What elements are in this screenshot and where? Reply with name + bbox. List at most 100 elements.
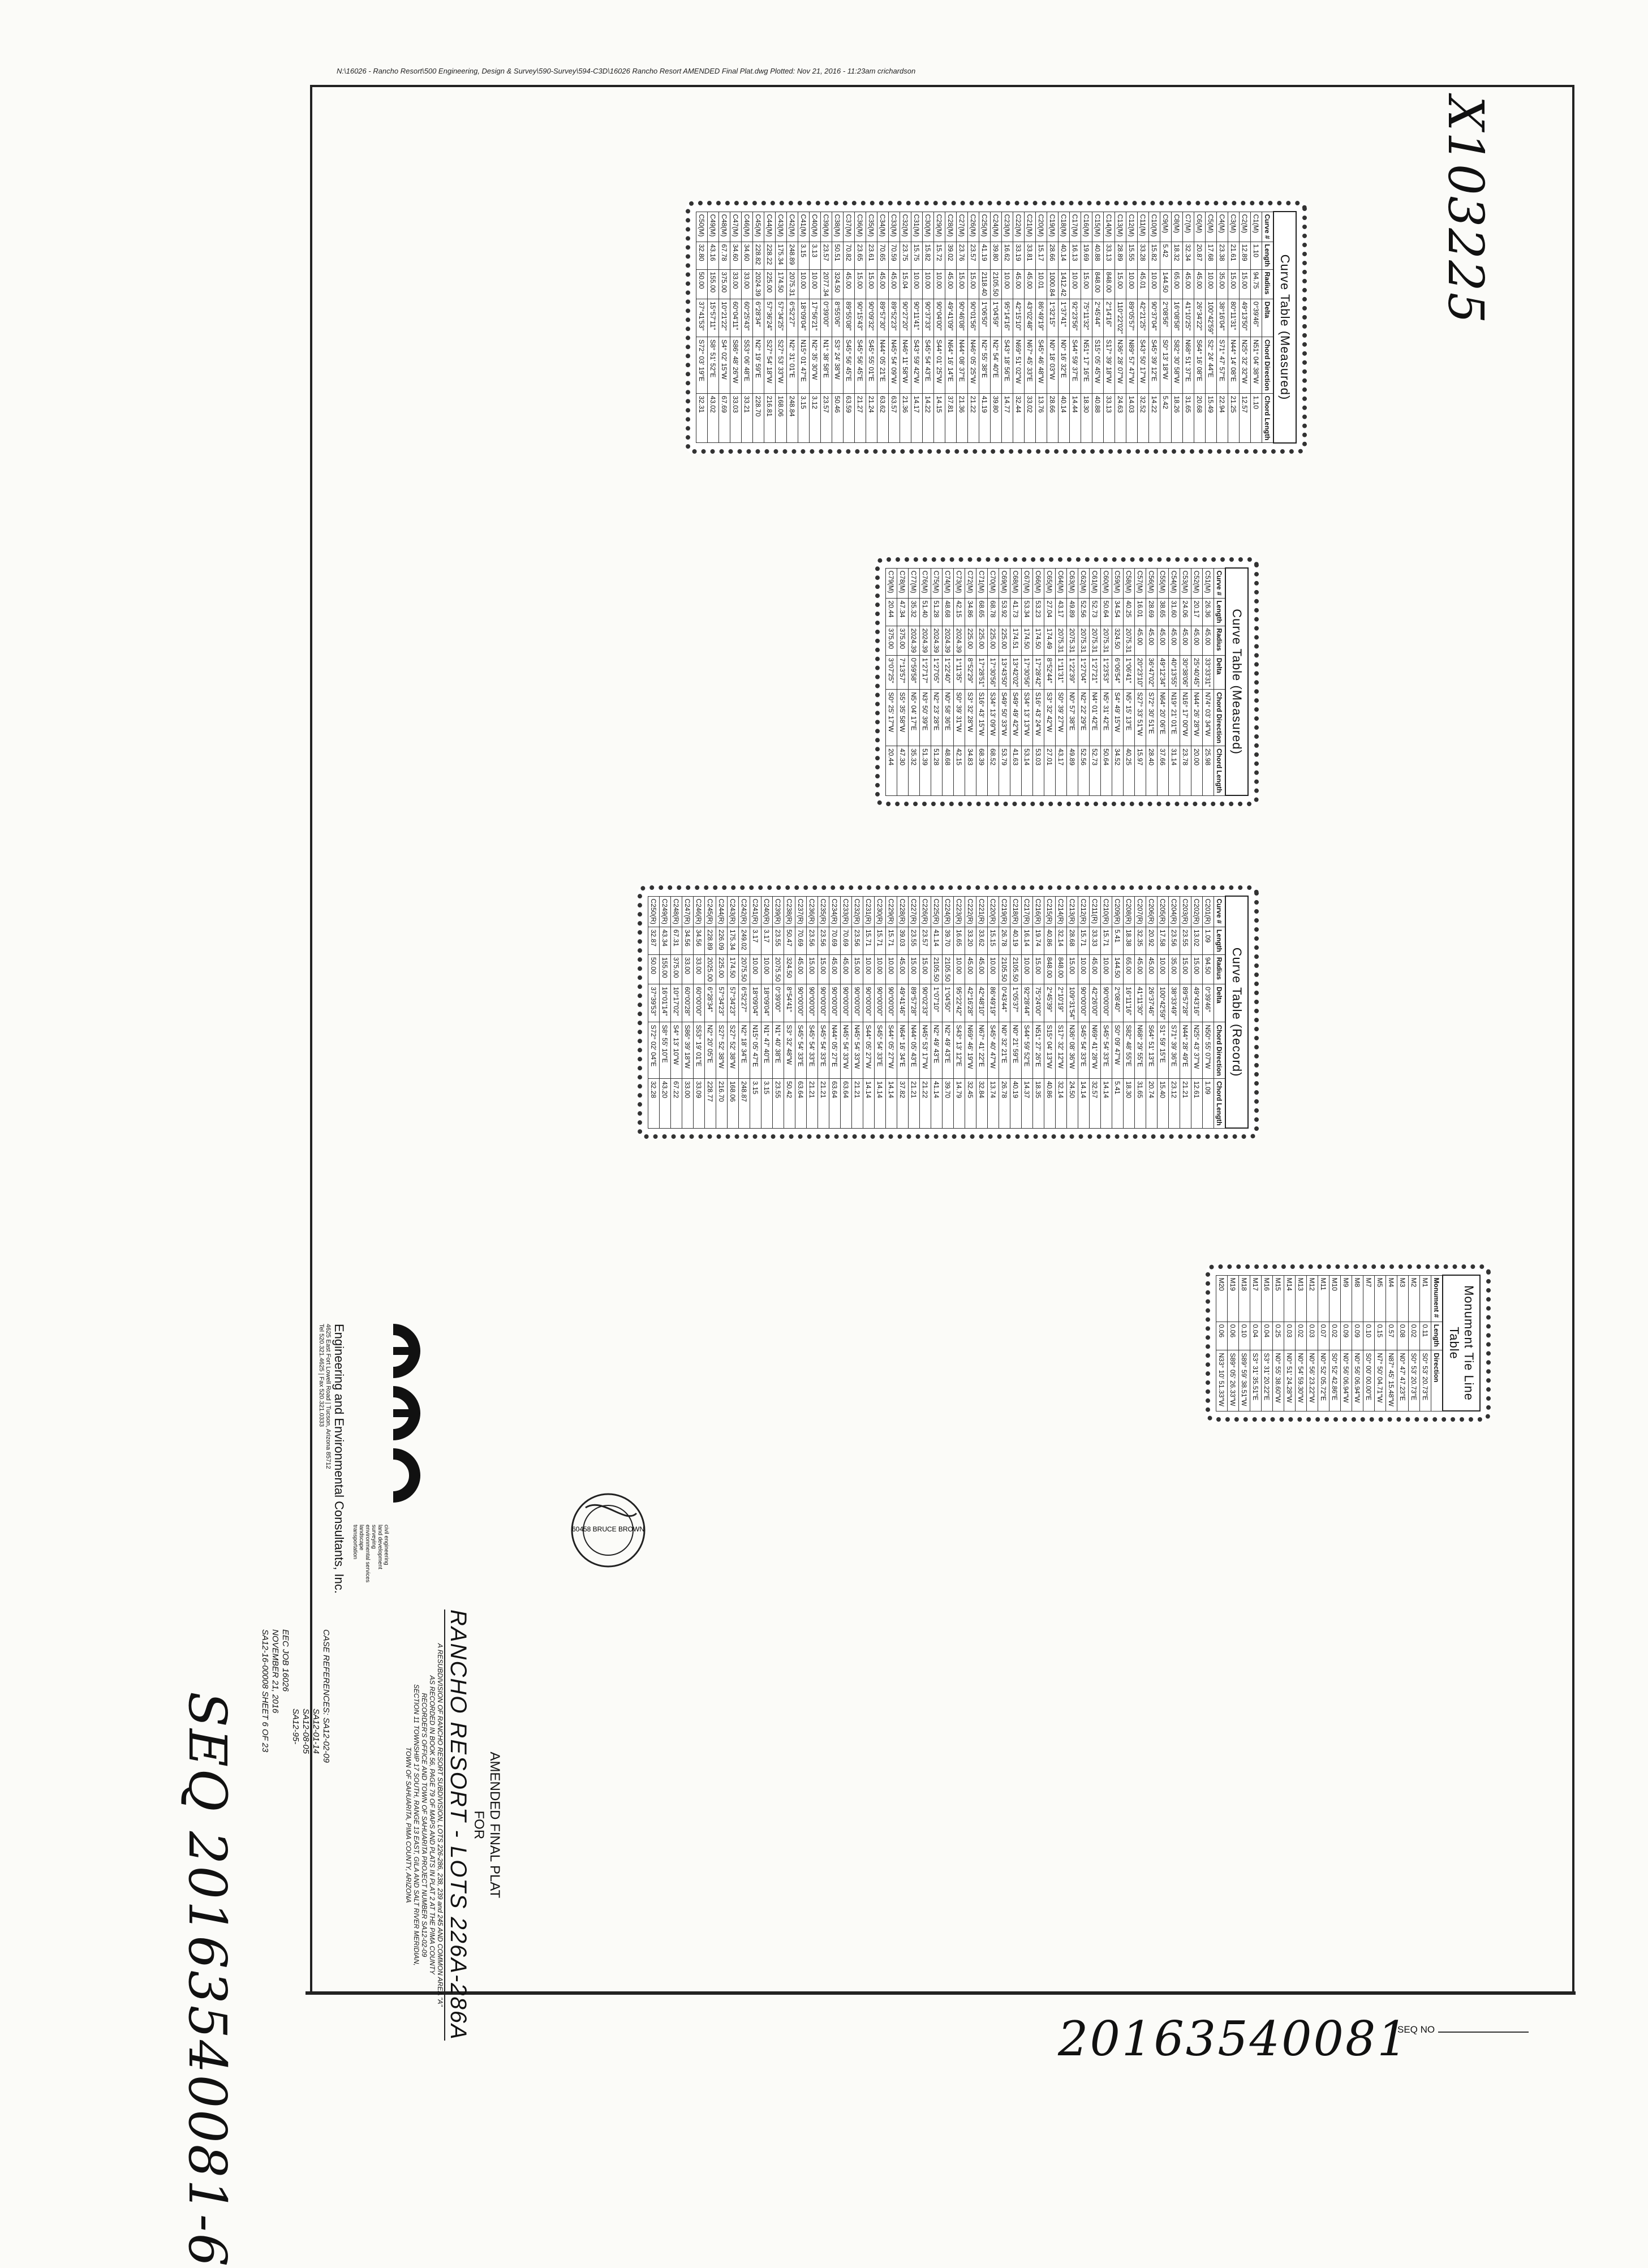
table-cell: 68.65	[976, 598, 988, 626]
table-cell: 15.71	[885, 927, 897, 955]
table-cell: 21.24	[866, 393, 877, 443]
table-cell: C228(R)	[897, 896, 909, 927]
table-cell: 225.00	[999, 626, 1010, 656]
table-cell: 30°38'06"	[1180, 655, 1191, 690]
table-cell: 43.17	[1055, 746, 1067, 796]
table-cell: N0° 32' 21"E	[999, 1022, 1010, 1079]
handwritten-seq-number: SEQ 20163540081-6	[177, 1692, 238, 2268]
company-phone: Tel 520.321.4625 | Fax 520.321.0333	[318, 1324, 325, 1427]
table-cell: S34° 13' 09"W	[987, 689, 999, 746]
table-cell: 42°21'25"	[1137, 299, 1149, 337]
table-cell: 18°09'04"	[798, 299, 810, 337]
handwritten-recording-number: 20163540081	[1058, 2011, 1409, 2067]
column-header: Direction	[1431, 1350, 1443, 1411]
table-cell: 33.21	[741, 393, 753, 443]
table-cell: 90°00'00"	[885, 984, 897, 1022]
table-title: Curve Table (Measured)	[1225, 568, 1248, 796]
table-cell: N44° 26' 28"W	[1191, 689, 1203, 746]
table-cell: 10.00	[1001, 269, 1013, 299]
table-cell: 216.70	[716, 1078, 728, 1129]
table-cell: S15° 04' 13"W	[1044, 1022, 1056, 1079]
table-cell: S43° 59' 42"W	[911, 337, 923, 394]
table-cell: 2°45'44"	[1092, 299, 1104, 337]
table-cell: C236(R)	[806, 896, 818, 927]
table-cell: 1.10	[1250, 242, 1262, 270]
table-cell: N69° 51' 02"W	[1013, 337, 1025, 394]
table-cell: 6°52'27"	[738, 984, 750, 1022]
table-cell: C41(M)	[798, 212, 810, 242]
company-address: 4625 East Fort Lowell Road | Tucson, Ari…	[325, 1324, 332, 1469]
table-cell: C29(M)	[933, 212, 945, 242]
table-cell: N0° 52' 05.72"E	[1318, 1350, 1329, 1411]
table-cell: C206(R)	[1146, 896, 1158, 927]
table-cell: C78(M)	[897, 568, 909, 599]
table-cell: N69° 46' 19"W	[965, 1022, 976, 1079]
table-cell: 42.15	[953, 746, 965, 796]
table-cell: 1°11'31"	[1055, 655, 1067, 690]
company-services: civil engineering land development surve…	[352, 1525, 389, 1583]
table-cell: 90°09'32"	[866, 299, 877, 337]
table-cell: 63.62	[877, 393, 889, 443]
table-cell: 15.00	[1191, 954, 1203, 984]
table-cell: 13.74	[987, 1078, 999, 1129]
table-cell: C208(R)	[1123, 896, 1135, 927]
table-cell: 15.00	[1239, 269, 1251, 299]
table-cell: 20.74	[1146, 1078, 1158, 1129]
table-cell: 375.00	[897, 626, 909, 656]
table-cell: 94.75	[1250, 269, 1262, 299]
table-cell: 1°07'10"	[931, 984, 943, 1022]
table-cell: 41.73	[1010, 598, 1022, 626]
table-cell: 15.00	[1081, 269, 1092, 299]
table-cell: C241(R)	[750, 896, 761, 927]
table-cell: 15.00	[866, 269, 877, 299]
table-cell: 6°28'34"	[752, 299, 764, 337]
table-cell: 15.82	[1148, 242, 1160, 270]
table-cell: 40.88	[1092, 393, 1104, 443]
table-cell: 17°28'51"	[976, 655, 988, 690]
table-cell: 89°57'28"	[1180, 984, 1191, 1022]
table-cell: 5.42	[1160, 393, 1172, 443]
table-cell: 86°49'19"	[987, 984, 999, 1022]
column-header: Chord Direction	[1214, 1022, 1225, 1079]
table-cell: 92°23'56"	[1069, 299, 1081, 337]
table-cell: S15° 05' 45"W	[1092, 337, 1104, 394]
table-cell: C232(R)	[851, 896, 863, 927]
table-cell: N4° 01' 42"E	[1089, 689, 1101, 746]
table-cell: 90°00'00"	[795, 984, 807, 1022]
table-cell: 1.09	[1202, 1078, 1214, 1129]
column-header: Monument #	[1431, 1275, 1443, 1322]
table-cell: 45.00	[1202, 626, 1214, 656]
table-cell: 49°43'16"	[1191, 984, 1203, 1022]
table-cell: 31.65	[1182, 393, 1194, 443]
table-cell: 19.69	[1081, 242, 1092, 270]
eec-logo	[393, 1324, 420, 1503]
table-cell: 70.69	[840, 927, 852, 955]
table-cell: 0.06	[1216, 1322, 1228, 1350]
table-cell: 225.00	[764, 269, 776, 299]
table-cell: 23.56	[806, 927, 818, 955]
table-cell: S16° 43' 24"W	[1032, 689, 1044, 746]
table-cell: 42°15'10"	[1013, 299, 1025, 337]
table-cell: N44° 05' 27"E	[829, 1022, 841, 1079]
table-cell: 18°09'04"	[761, 984, 773, 1022]
table-cell: C76(M)	[919, 568, 931, 599]
table-cell: 95°14'16"	[1001, 299, 1013, 337]
table-cell: 155.00	[707, 269, 719, 299]
